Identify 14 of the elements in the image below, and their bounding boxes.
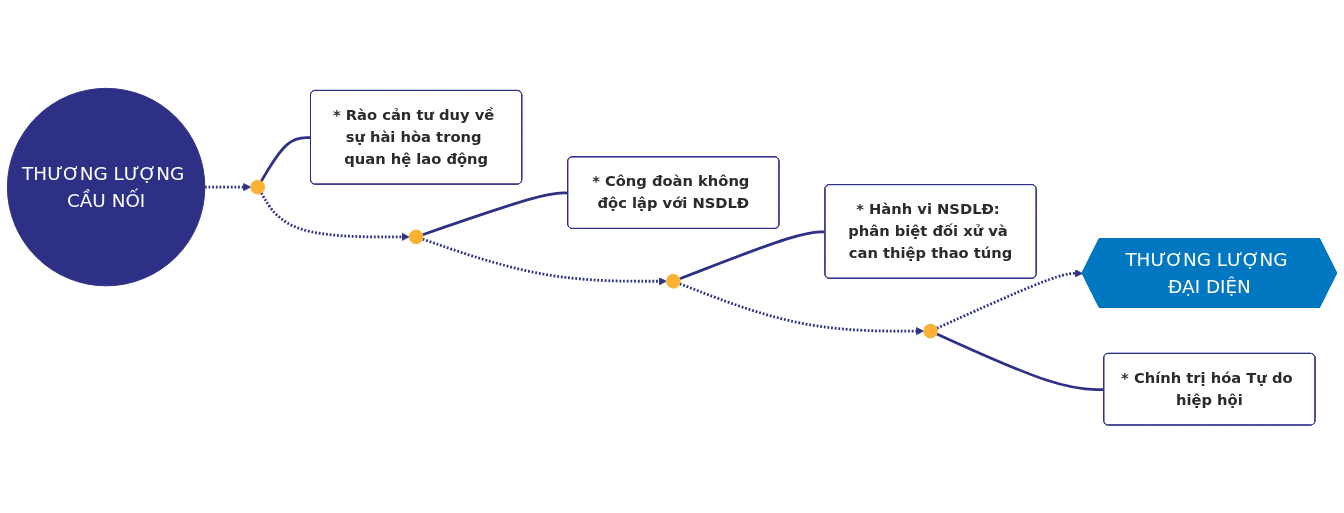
node-star [250, 179, 266, 195]
connector [679, 230, 826, 280]
arrow [260, 192, 410, 241]
arrow [679, 282, 924, 335]
connector [260, 136, 311, 182]
connector [936, 332, 1105, 391]
connector [422, 191, 569, 236]
node-star [923, 323, 938, 339]
arrow [936, 269, 1083, 330]
node-star [408, 229, 424, 245]
node-circle: THƯƠNG LƯỢNG CẦU NỐI [6, 87, 206, 287]
arrow [204, 182, 252, 191]
node-star [666, 273, 681, 289]
arrow [422, 237, 667, 286]
